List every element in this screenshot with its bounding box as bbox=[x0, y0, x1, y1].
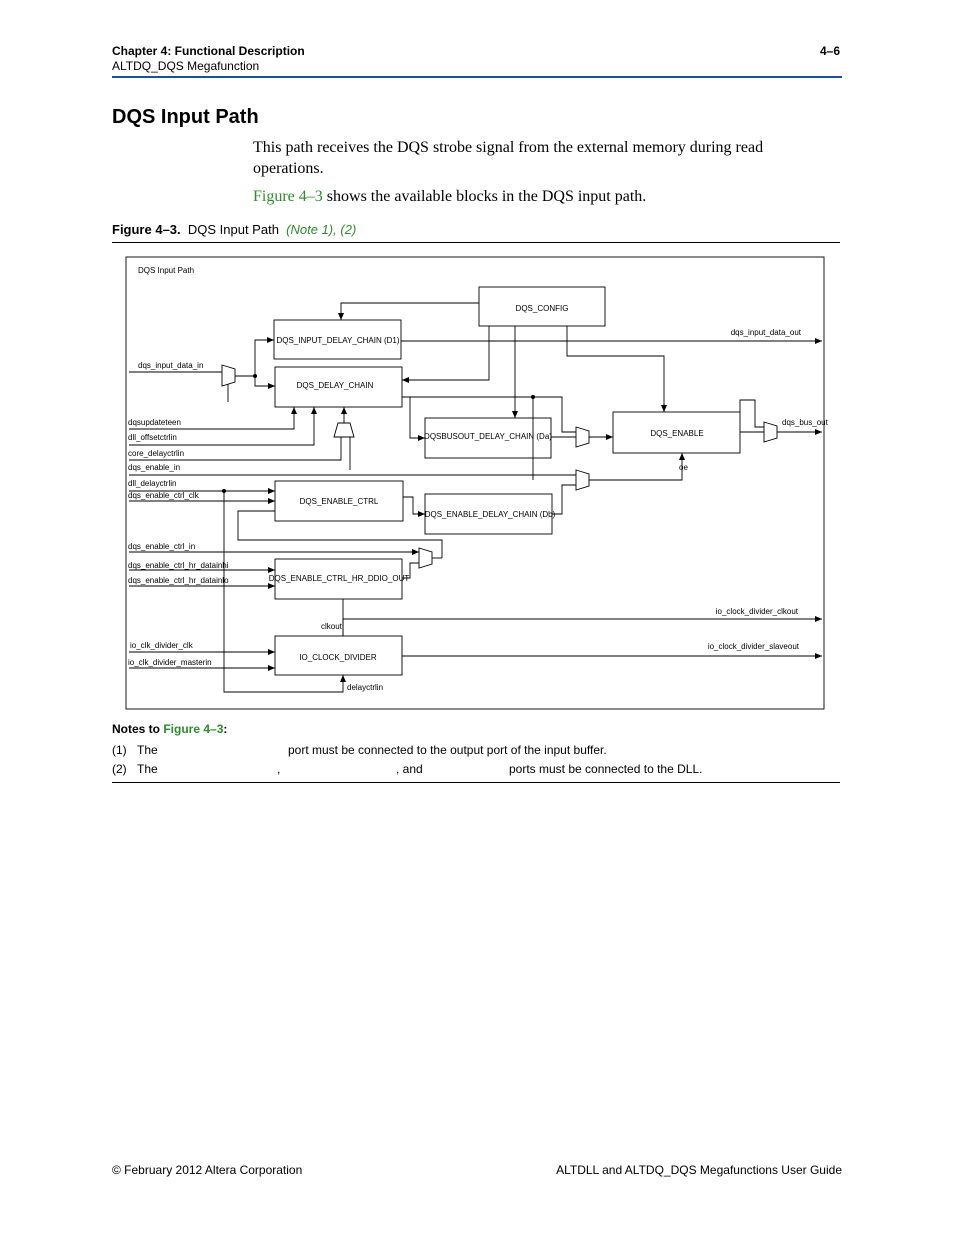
mux-out bbox=[763, 421, 778, 443]
figure-note-1-link[interactable]: (Note 1) bbox=[286, 222, 334, 237]
mux-delayctrl bbox=[333, 422, 355, 438]
note-2-and: , and bbox=[396, 762, 423, 776]
figure-caption: Figure 4–3. DQS Input Path (Note 1), (2) bbox=[112, 222, 356, 237]
dqs-config-block bbox=[478, 286, 606, 327]
notes-title: Notes to Figure 4–3: bbox=[112, 722, 227, 736]
wire-bypass-busout bbox=[533, 396, 576, 433]
wire-delayctrl-to-divider bbox=[223, 491, 346, 693]
junction-delay bbox=[531, 395, 535, 399]
wire-delay-to-busout bbox=[402, 396, 425, 441]
header-rule bbox=[112, 76, 842, 78]
section-subtitle: ALTDQ_DQS Megafunction bbox=[112, 59, 260, 73]
junction-input bbox=[253, 374, 257, 378]
label-dqs-enable-in: dqs_enable_in bbox=[128, 463, 180, 472]
label-delay-chain: DQS_DELAY_CHAIN bbox=[297, 381, 374, 390]
frame-label: DQS Input Path bbox=[138, 266, 194, 275]
label-oe: oe bbox=[679, 463, 688, 472]
label-dqs-bus-out: dqs_bus_out bbox=[782, 418, 829, 427]
wire-mux-to-input-delay bbox=[235, 337, 274, 377]
junction-delayctrl bbox=[222, 489, 226, 493]
label-dqs-input-data-out: dqs_input_data_out bbox=[731, 328, 802, 337]
footer-right: ALTDLL and ALTDQ_DQS Megafunctions User … bbox=[556, 1163, 842, 1177]
label-io-clk-divider-masterin: io_clk_divider_masterin bbox=[128, 658, 212, 667]
note-2-text: ports must be connected to the DLL. bbox=[509, 762, 703, 776]
label-busout-delay-chain: DQSBUSOUT_DELAY_CHAIN (Da) bbox=[424, 432, 552, 441]
dqs-input-path-diagram: DQS Input Path DQS_CONFIG DQS_INPUT_DELA… bbox=[125, 256, 829, 710]
label-datainhi: dqs_enable_ctrl_hr_datainhi bbox=[128, 561, 229, 570]
mux-busout bbox=[575, 426, 590, 448]
wire-clkout bbox=[342, 616, 822, 636]
note-2-comma: , bbox=[277, 762, 281, 776]
label-dqs-enable-ctrl-in: dqs_enable_ctrl_in bbox=[128, 542, 195, 551]
label-dqs-config: DQS_CONFIG bbox=[516, 304, 569, 313]
note-2-number: (2) bbox=[112, 762, 127, 776]
label-dll-delayctrlin: dll_delayctrlin bbox=[128, 479, 176, 488]
wire-ctrl-to-enable-delay bbox=[403, 496, 425, 517]
label-core-delayctrlin: core_delayctrlin bbox=[128, 449, 184, 458]
label-dll-offsetctrlin: dll_offsetctrlin bbox=[128, 433, 177, 442]
body-paragraph-1: This path receives the DQS strobe signal… bbox=[253, 139, 764, 177]
label-datainlo: dqs_enable_ctrl_hr_datainlo bbox=[128, 576, 229, 585]
note-1-text: port must be connected to the output por… bbox=[288, 743, 607, 757]
label-dqs-enable: DQS_ENABLE bbox=[650, 429, 703, 438]
wire-config-to-enable bbox=[566, 326, 667, 412]
io-clock-divider-block bbox=[274, 635, 403, 676]
wire-enable-delay-to-mux bbox=[552, 484, 576, 515]
wire-config-to-input-delay bbox=[338, 302, 479, 320]
diagram-frame bbox=[125, 256, 825, 710]
wire-ctrl-feedback bbox=[237, 510, 443, 558]
enable-ctrl-hr-block bbox=[274, 558, 403, 600]
page-number: 4–6 bbox=[820, 44, 841, 58]
notes-figure-link[interactable]: Figure 4–3 bbox=[163, 722, 224, 736]
wire-hr-to-mux bbox=[402, 562, 419, 579]
paragraph-2-text: shows the available blocks in the DQS in… bbox=[322, 188, 647, 205]
label-enable-ctrl-hr: DQS_ENABLE_CTRL_HR_DDIO_OUT bbox=[269, 574, 410, 583]
footer-left: © February 2012 Altera Corporation bbox=[112, 1163, 303, 1177]
mux-input bbox=[221, 364, 236, 387]
label-clkout-out: io_clock_divider_clkout bbox=[716, 607, 799, 616]
figure-link[interactable]: Figure 4–3 bbox=[253, 188, 323, 205]
section-title: DQS Input Path bbox=[112, 106, 259, 128]
wire-dqsupdateteen bbox=[129, 407, 297, 430]
label-dqs-input-data-in: dqs_input_data_in bbox=[138, 361, 203, 370]
figure-note-sep: , bbox=[333, 222, 337, 237]
figure-label: Figure 4–3. bbox=[112, 222, 181, 237]
note-1-number: (1) bbox=[112, 743, 127, 757]
wire-offsetctrl bbox=[129, 407, 317, 446]
notes-title-prefix: Notes to bbox=[112, 722, 164, 736]
chapter-title: Chapter 4: Functional Description bbox=[112, 44, 305, 58]
label-slaveout: io_clock_divider_slaveout bbox=[708, 642, 800, 651]
dqs-enable-block bbox=[612, 411, 741, 454]
body-paragraph-2: Figure 4–3 shows the available blocks in… bbox=[253, 186, 823, 207]
delay-chain-block bbox=[274, 366, 403, 408]
label-clkout: clkout bbox=[321, 622, 343, 631]
notes-title-suffix: : bbox=[223, 722, 228, 736]
label-delayctrlin: delayctrlin bbox=[347, 683, 383, 692]
note-1-the: The bbox=[137, 743, 158, 757]
figure-rule bbox=[112, 242, 840, 243]
label-io-clock-divider: IO_CLOCK_DIVIDER bbox=[299, 653, 377, 662]
label-io-clk-divider-clk: io_clk_divider_clk bbox=[130, 641, 194, 650]
wire-mux-to-delay-chain bbox=[254, 376, 275, 389]
label-dqsupdateteen: dqsupdateteen bbox=[128, 418, 181, 427]
wire-bypass-enable bbox=[739, 399, 764, 428]
notes-rule bbox=[112, 782, 840, 783]
mux-ctrl-in bbox=[418, 547, 433, 569]
mux-enable bbox=[575, 469, 590, 491]
wire-config-to-delay-chain bbox=[402, 326, 490, 383]
figure-title: DQS Input Path bbox=[187, 222, 279, 237]
label-enable-delay-chain: DQS_ENABLE_DELAY_CHAIN (Db) bbox=[425, 510, 556, 519]
input-delay-chain-block bbox=[273, 319, 402, 360]
wire-oe bbox=[589, 453, 685, 481]
note-2-the: The bbox=[137, 762, 158, 776]
label-enable-ctrl: DQS_ENABLE_CTRL bbox=[300, 497, 379, 506]
figure-note-2-link[interactable]: (2) bbox=[340, 222, 357, 237]
wire-core-delayctrl bbox=[129, 437, 342, 461]
label-dqs-enable-ctrl-clk: dqs_enable_ctrl_clk bbox=[128, 491, 200, 500]
label-input-delay-chain: DQS_INPUT_DELAY_CHAIN (D1) bbox=[277, 336, 400, 345]
